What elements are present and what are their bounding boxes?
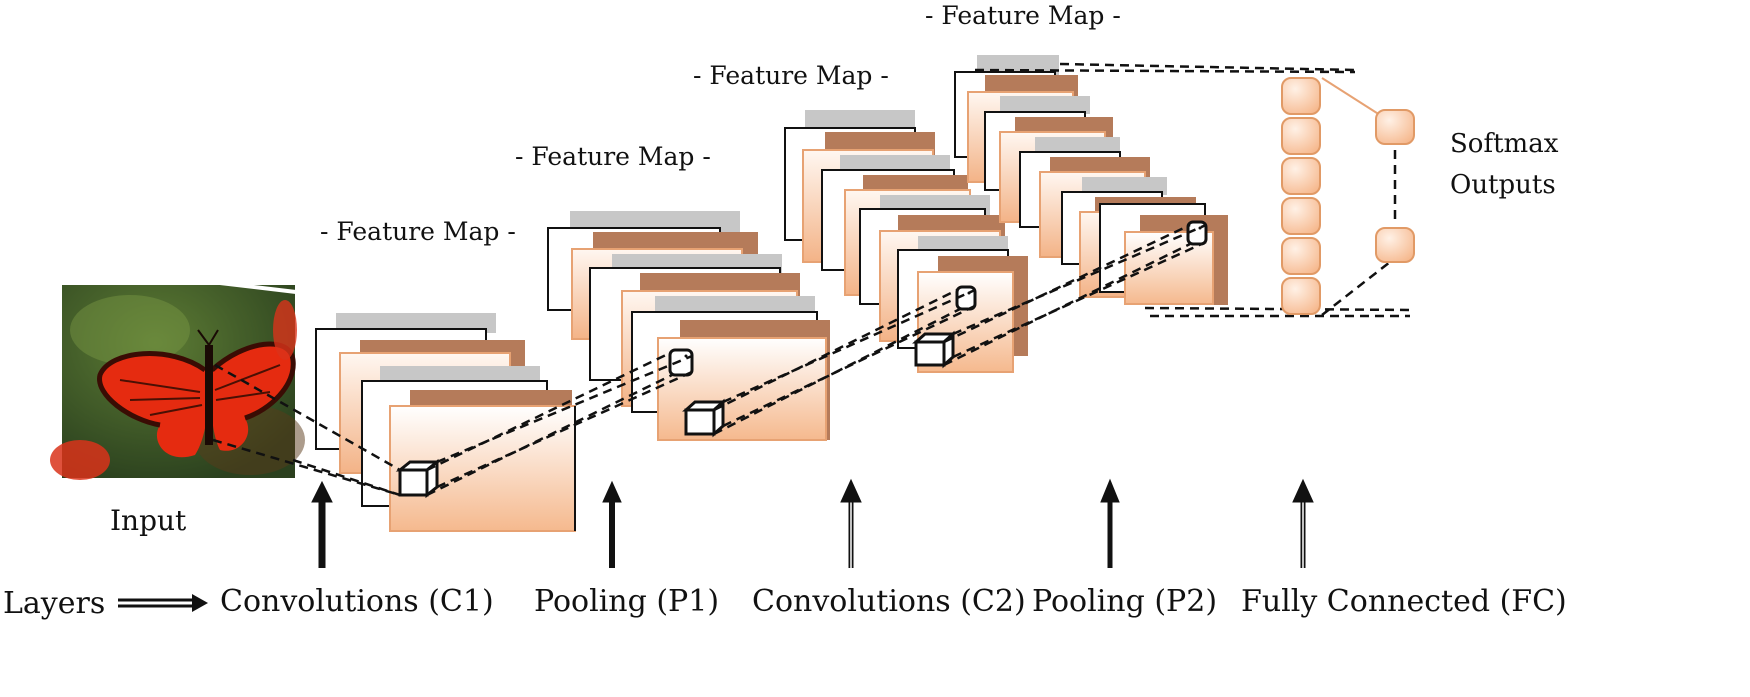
feature-map-label-c1: - Feature Map - [320,217,516,246]
receptive-field-lines [212,62,1411,497]
fc-neurons [1281,77,1321,315]
softmax-neuron [1375,227,1415,263]
stage-label-c2: Convolutions (C2) [752,584,1026,619]
feature-map-label-p1: - Feature Map - [515,142,711,171]
input-label: Input [110,504,187,537]
fc-neuron [1281,197,1321,235]
butterfly-icon [97,329,296,458]
stage-arrows [311,478,1314,568]
fc-neuron [1281,77,1321,115]
layers-arrow-icon [118,594,208,612]
input-image [50,281,305,480]
feature-map-label-p2: - Feature Map - [925,1,1121,30]
softmax-label-line1: Softmax [1450,129,1559,159]
stage-label-p1: Pooling (P1) [534,584,719,619]
kernel-cube-c2 [912,330,957,369]
softmax-label-line2: Outputs [1450,170,1556,200]
softmax-neurons [1375,109,1415,263]
fc-neuron [1281,277,1321,315]
kernel-cube-p1 [682,398,727,438]
stage-label-c1: Convolutions (C1) [220,584,494,619]
stage-label-fc: Fully Connected (FC) [1241,584,1567,619]
feature-map-label-c2: - Feature Map - [693,61,889,90]
layers-label: Layers [3,586,105,621]
stage-label-p2: Pooling (P2) [1032,584,1217,619]
fc-neuron [1281,117,1321,155]
kernel-square-p1 [668,348,694,377]
softmax-neuron [1375,109,1415,145]
fc-neuron [1281,237,1321,275]
fc-neuron [1281,157,1321,195]
fc-connection-lines [1321,77,1381,116]
